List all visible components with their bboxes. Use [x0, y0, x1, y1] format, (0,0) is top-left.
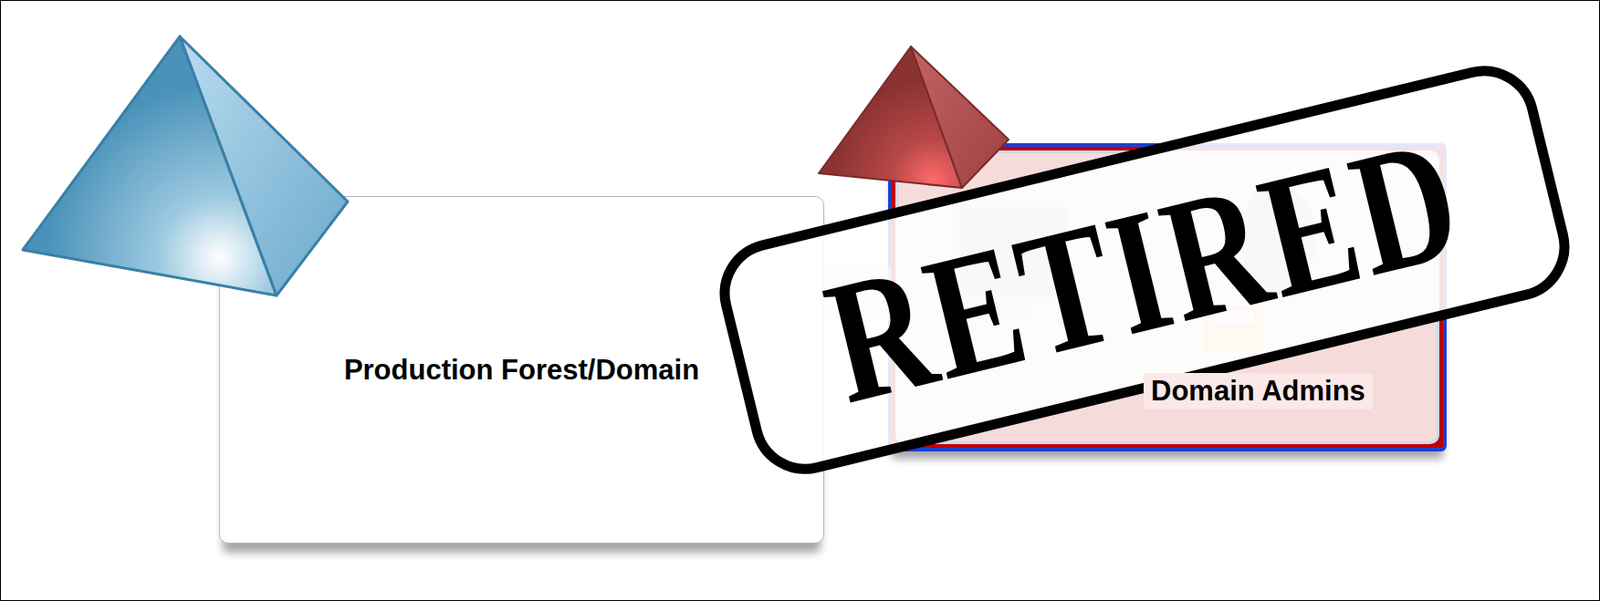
blue-pyramid [22, 36, 348, 296]
box-label: Production Forest/Domain [344, 354, 700, 387]
red-pyramid [818, 46, 1009, 189]
box-label: Domain Admins [1143, 373, 1373, 410]
